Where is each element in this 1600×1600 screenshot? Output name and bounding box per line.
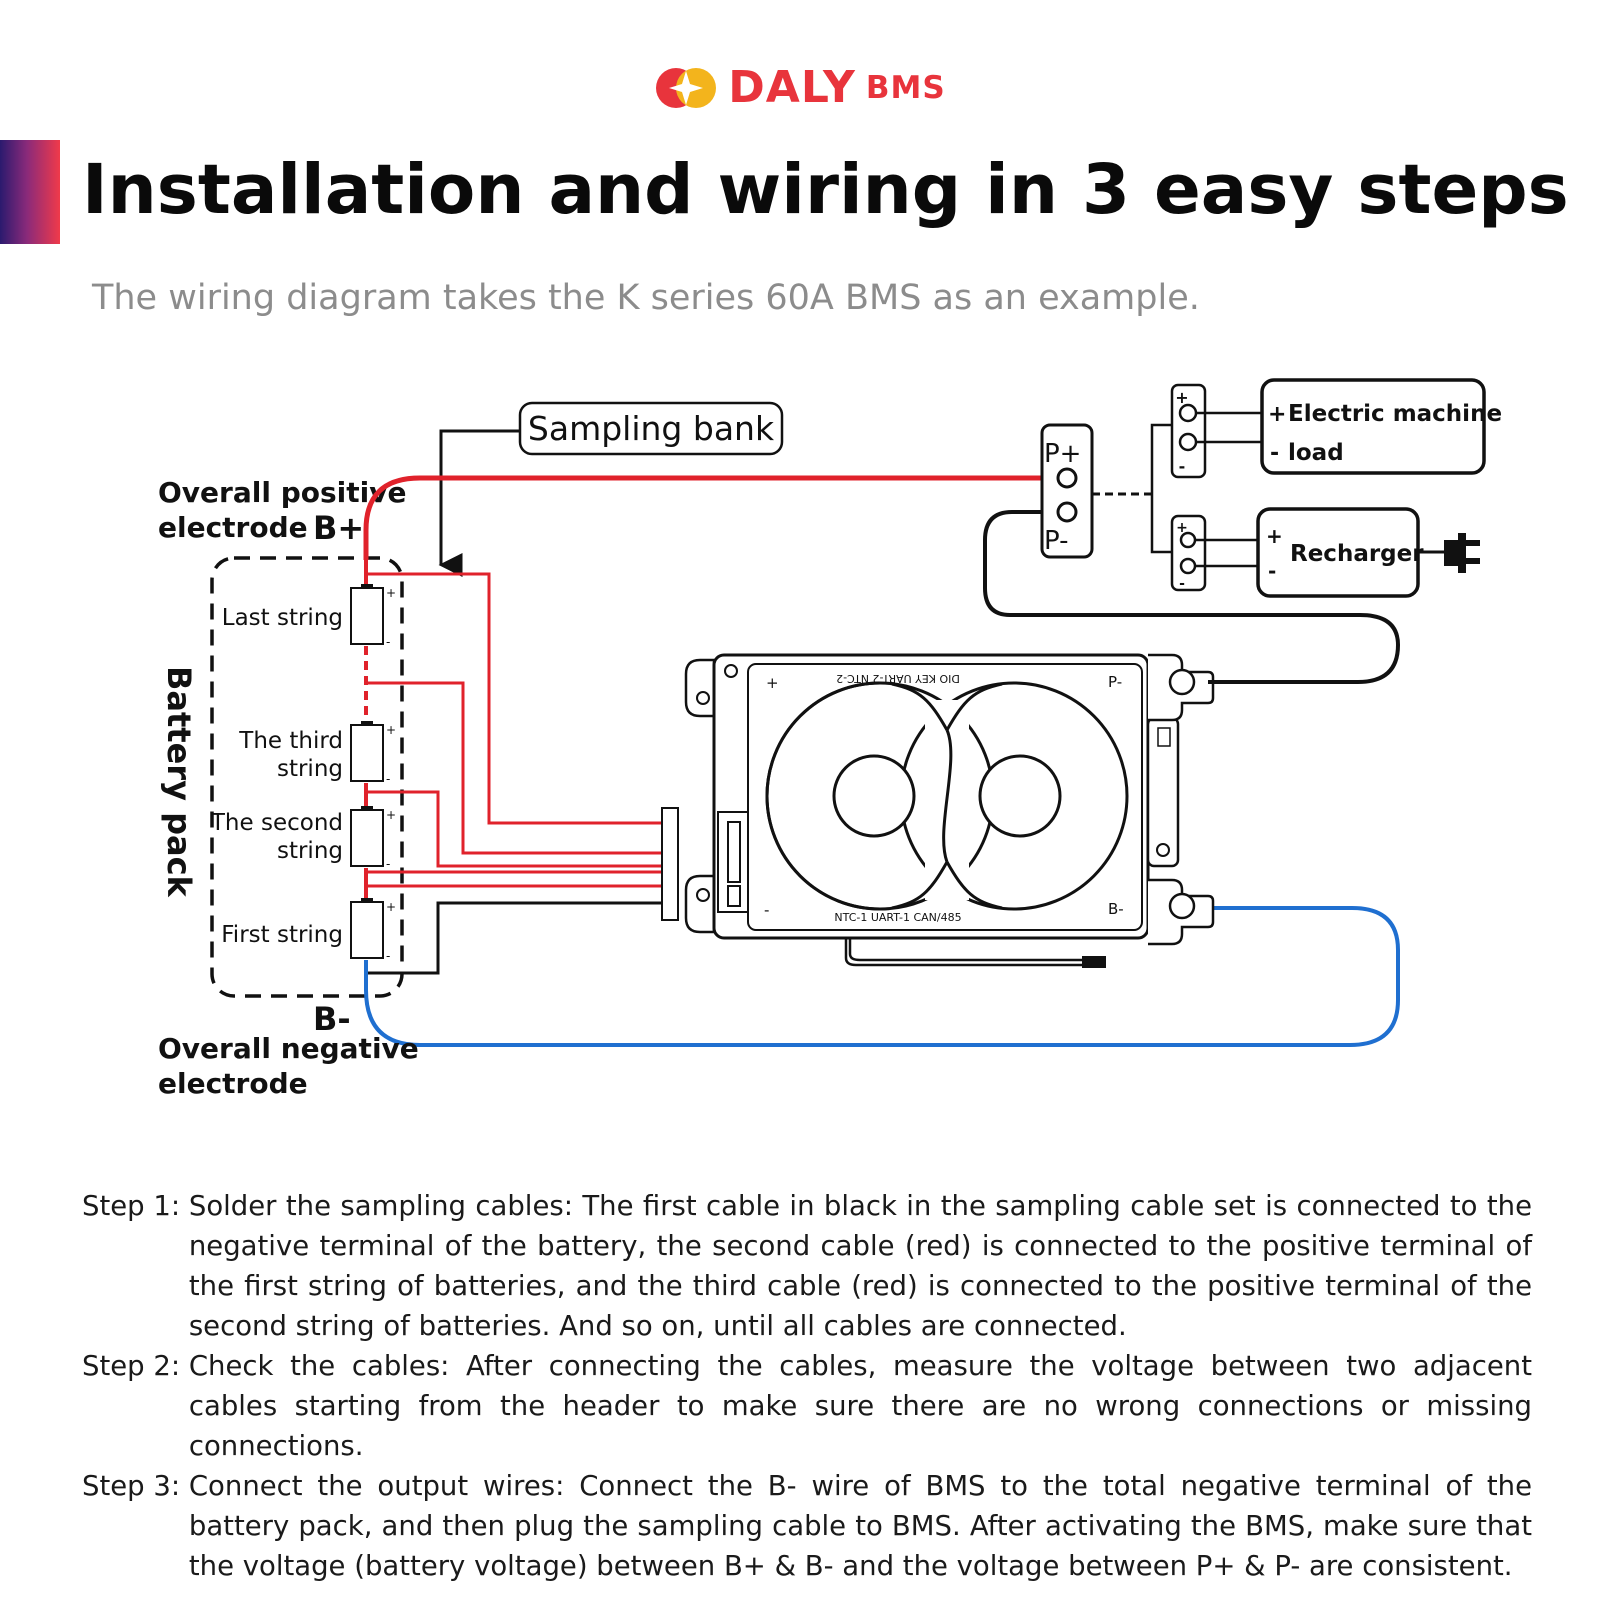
battery-pack-label: Battery pack xyxy=(160,666,198,898)
third-string-label-2: string xyxy=(277,756,343,782)
load-minus-sign: - xyxy=(1270,441,1279,466)
load-box xyxy=(1260,378,1486,475)
svg-text:-: - xyxy=(386,635,390,649)
step-1: Step 1: Solder the sampling cables: The … xyxy=(82,1186,1532,1346)
recharger-label: Recharger xyxy=(1290,541,1424,567)
recharger-connector xyxy=(1170,514,1258,592)
load-plus-sign: + xyxy=(1268,402,1286,427)
sampling-bank-label: Sampling bank xyxy=(518,401,784,456)
load-connector xyxy=(1170,383,1262,479)
battery-pack-outline xyxy=(210,556,404,998)
recharger-minus-sign: - xyxy=(1268,559,1276,583)
bms-p-minus-label: P- xyxy=(1108,673,1122,691)
bms-board xyxy=(684,653,1215,968)
last-string-label: Last string xyxy=(222,605,343,631)
second-string-label-2: string xyxy=(277,838,343,864)
third-string-label: The third xyxy=(238,728,343,754)
step-3-text: Connect the output wires: Connect the B-… xyxy=(188,1470,1532,1582)
overall-negative-label: Overall negative xyxy=(158,1032,419,1065)
sampling-arrow xyxy=(438,429,520,577)
bms-top-ports-label: DIO KEY UART-2 NTC-2 xyxy=(836,672,960,685)
b-minus-label: B- xyxy=(313,1000,351,1038)
load-connector-minus: - xyxy=(1179,457,1186,476)
positive-lead-wire xyxy=(363,475,1055,560)
bms-b-minus-label: B- xyxy=(1108,900,1124,918)
p-minus-label: P- xyxy=(1044,526,1069,556)
first-string-label: First string xyxy=(221,922,343,948)
cell-second: + - xyxy=(350,806,396,871)
p-output-connector xyxy=(1040,423,1094,559)
svg-text:+: + xyxy=(386,808,396,822)
page-title: Installation and wiring in 3 easy steps xyxy=(82,150,1569,230)
step-2: Step 2: Check the cables: After connecti… xyxy=(82,1346,1532,1466)
daly-logo-icon xyxy=(656,67,717,108)
p-minus-output-wire xyxy=(983,510,1401,684)
overall-negative-label-2: electrode xyxy=(158,1067,308,1100)
cell-third: + - xyxy=(350,721,396,786)
bms-bottom-ports-label: NTC-1 UART-1 CAN/485 xyxy=(834,911,961,924)
overall-positive-label-2: electrode xyxy=(158,511,308,544)
recharger-connector-plus: + xyxy=(1176,520,1188,536)
svg-text:+: + xyxy=(386,586,396,600)
recharger-connector-minus: - xyxy=(1179,576,1185,592)
sampling-connector-plug xyxy=(661,807,679,921)
step-3-label: Step 3: xyxy=(82,1470,189,1502)
steps-list: Step 1: Solder the sampling cables: The … xyxy=(82,1186,1532,1586)
load-label-2: load xyxy=(1288,440,1344,466)
svg-text:-: - xyxy=(386,772,390,786)
overall-positive-label: Overall positive xyxy=(158,476,406,509)
svg-text:-: - xyxy=(386,857,390,871)
step-2-text: Check the cables: After connecting the c… xyxy=(188,1350,1532,1462)
step-1-label: Step 1: xyxy=(82,1190,189,1222)
output-split-bracket xyxy=(1150,423,1172,554)
second-string-label: The second xyxy=(210,810,343,836)
svg-text:-: - xyxy=(386,949,390,963)
load-label: Electric machine xyxy=(1288,401,1502,427)
svg-text:+: + xyxy=(386,723,396,737)
ac-plug-icon xyxy=(1418,533,1480,573)
bms-minus-label: - xyxy=(764,901,769,919)
sampling-cables xyxy=(366,572,662,975)
bms-plus-label: + xyxy=(766,674,779,692)
negative-lead-wire xyxy=(364,906,1400,1047)
svg-text:+: + xyxy=(386,900,396,914)
load-connector-plus: + xyxy=(1175,388,1188,407)
p-plus-label: P+ xyxy=(1044,439,1081,469)
step-3: Step 3: Connect the output wires: Connec… xyxy=(82,1466,1532,1586)
recharger-plus-sign: + xyxy=(1266,524,1283,548)
accent-bar xyxy=(0,140,60,244)
brand-name: DALY xyxy=(728,62,856,113)
brand-logo: DALY BMS xyxy=(0,62,1600,115)
sampling-bank-text: Sampling bank xyxy=(528,409,775,448)
cell-last: + - xyxy=(350,584,396,649)
cell-first: + - xyxy=(350,898,396,963)
page-subtitle: The wiring diagram takes the K series 60… xyxy=(92,278,1200,318)
b-plus-label: B+ xyxy=(313,509,364,547)
step-2-label: Step 2: xyxy=(82,1350,189,1382)
step-1-text: Solder the sampling cables: The first ca… xyxy=(188,1190,1532,1342)
brand-sub: BMS xyxy=(865,69,946,106)
